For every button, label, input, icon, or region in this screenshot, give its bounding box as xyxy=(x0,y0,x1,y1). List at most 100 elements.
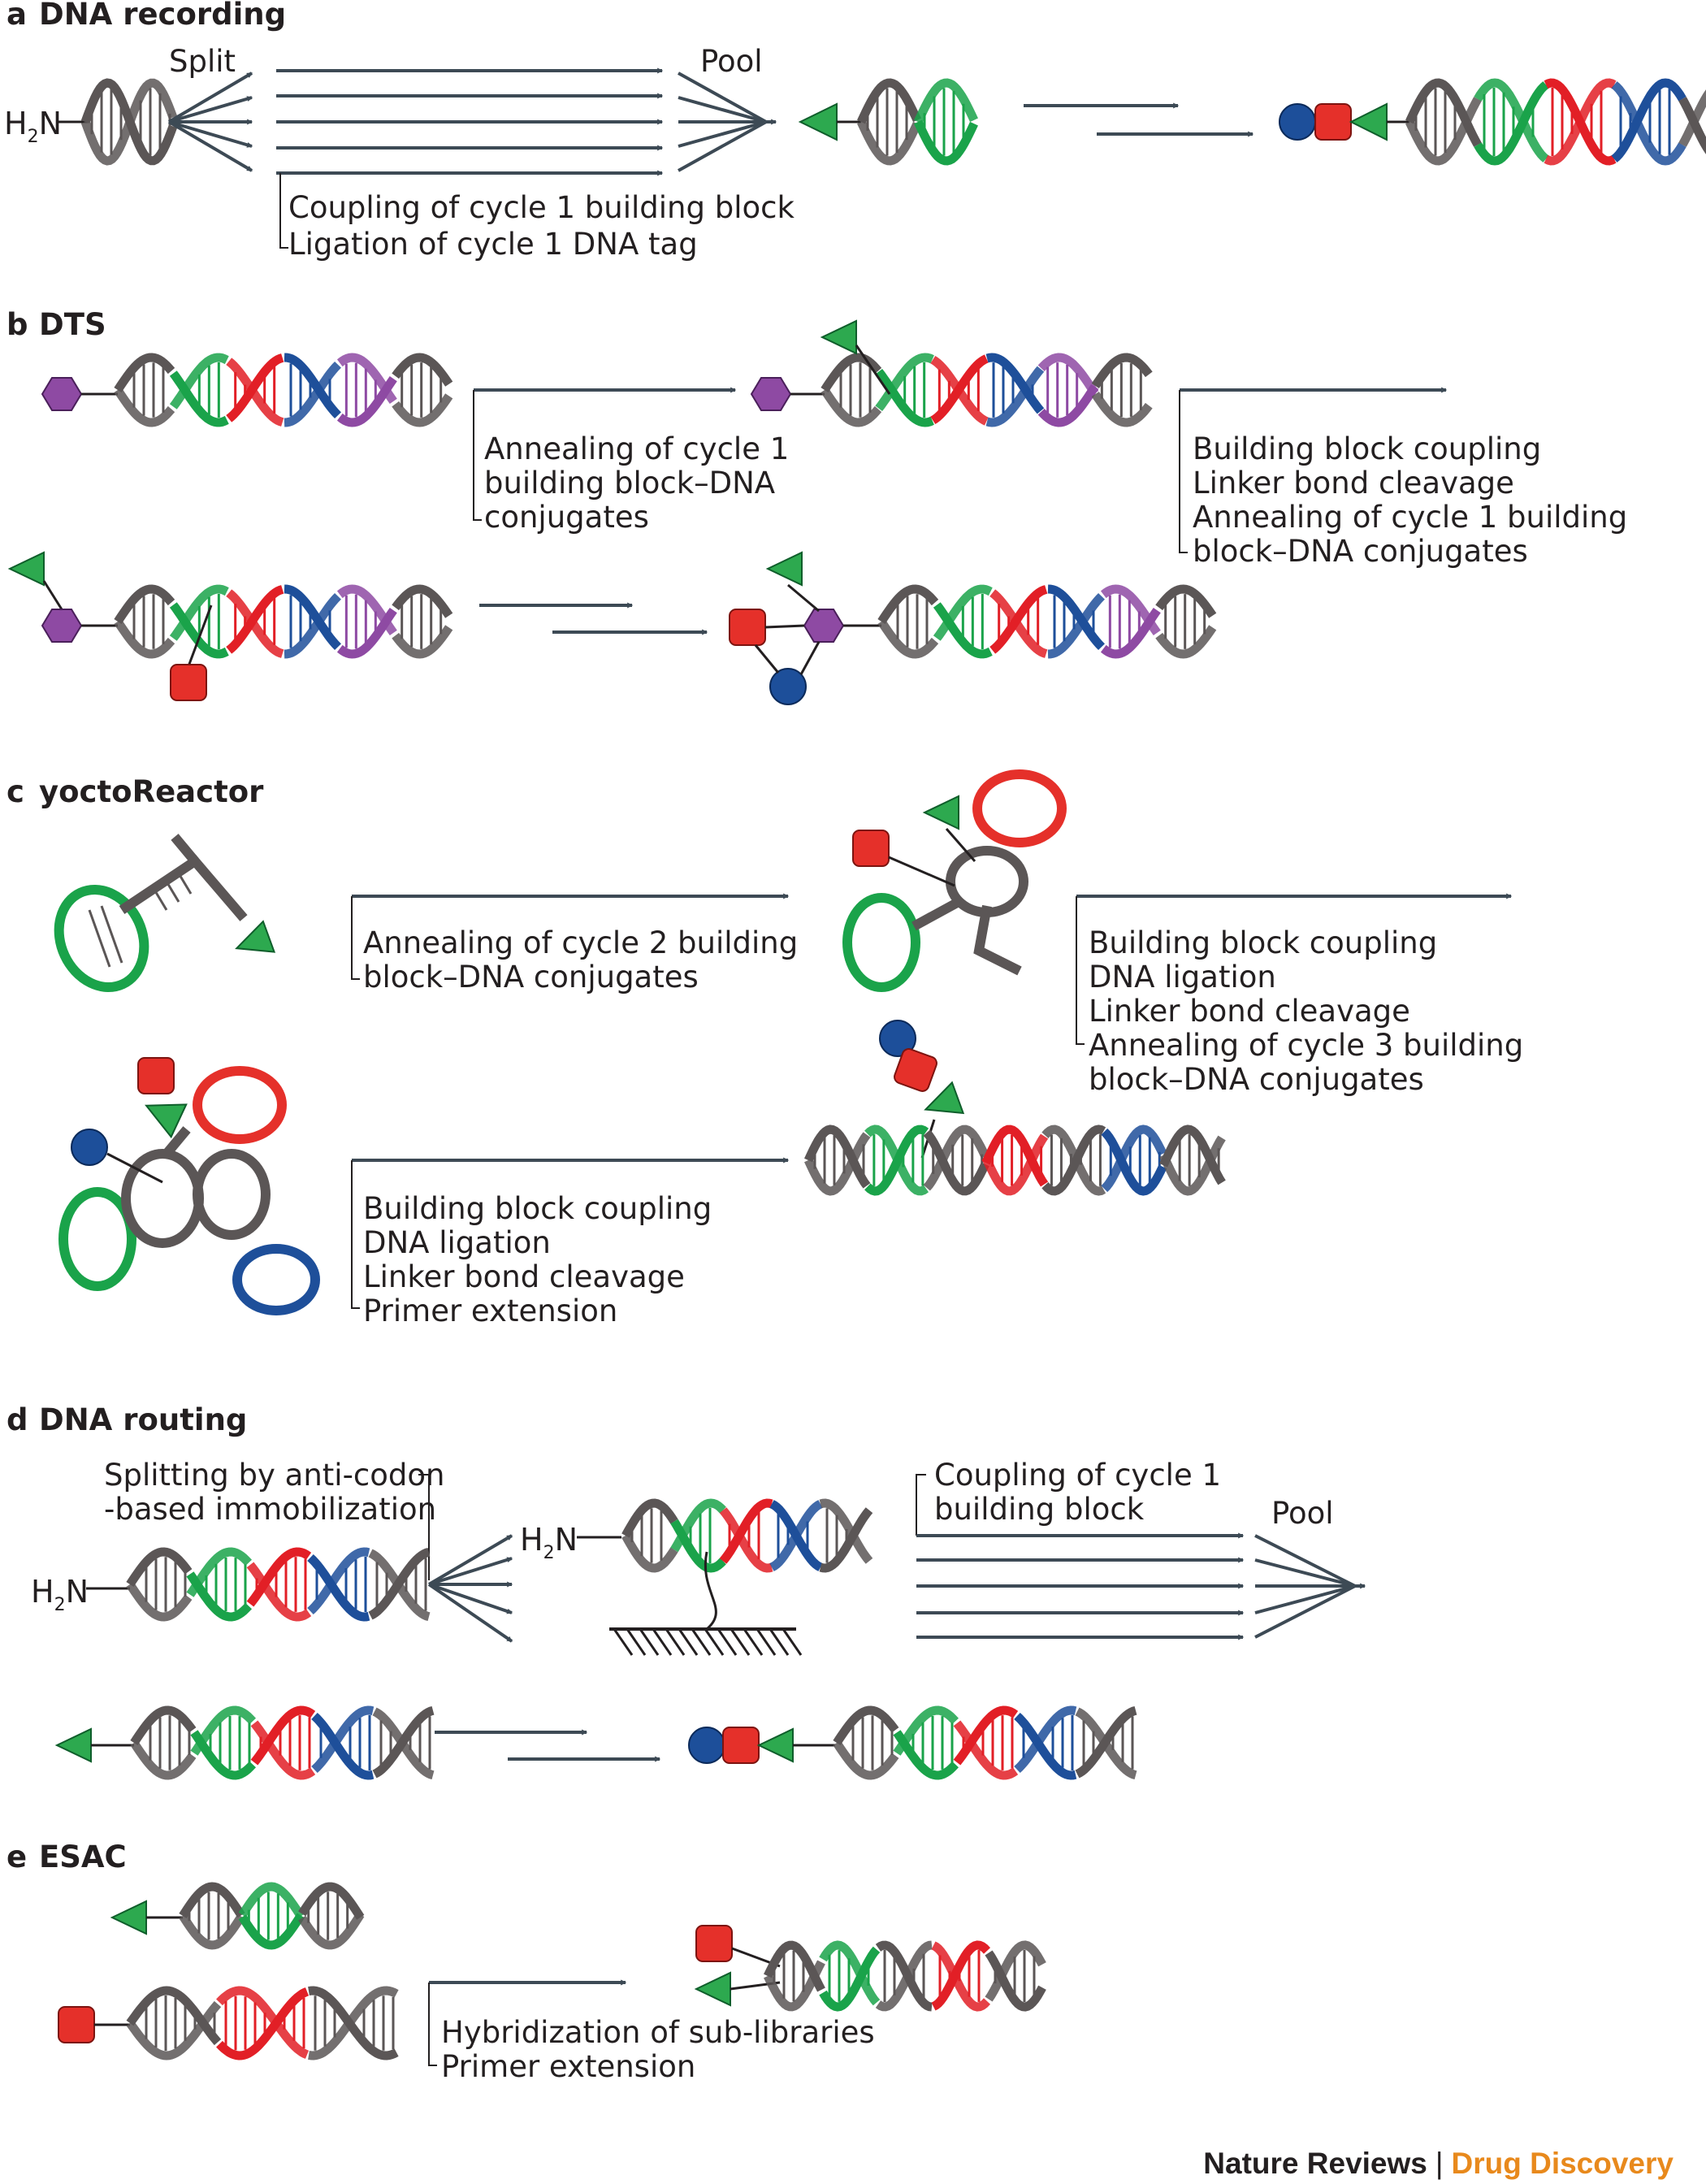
panel-b-red-square-product xyxy=(729,609,766,646)
panel-a-dna-cycle1 xyxy=(857,78,978,166)
panel-e-green-triangle-product xyxy=(694,1971,731,2007)
panel-b-step1-line2: building block–DNA xyxy=(484,466,775,500)
panel-b-letter: b xyxy=(6,307,28,342)
panel-a-step-2: Ligation of cycle 1 DNA tag xyxy=(288,227,698,262)
panel-a-title: DNA recording xyxy=(39,0,286,32)
panel-b-step2-line3: Annealing of cycle 1 building xyxy=(1193,500,1627,535)
panel-e-red-square-product xyxy=(695,1925,733,1962)
panel-c-letter: c xyxy=(6,774,24,809)
panel-c-title: yoctoReactor xyxy=(39,774,264,809)
panel-b-dna-template-3 xyxy=(114,584,453,659)
panel-b: b DTS Annealing of cycle 1 building bloc… xyxy=(6,307,1627,705)
panel-d-green-triangle-block xyxy=(54,1727,92,1763)
panel-b-purple-hexagon-2 xyxy=(750,377,792,411)
panel-a-step-1: Coupling of cycle 1 building block xyxy=(288,190,795,225)
panel-e-step-1: Hybridization of sub-libraries xyxy=(441,2015,875,2050)
panel-d-split-fan xyxy=(427,1534,513,1643)
panel-a-split-label: Split xyxy=(169,44,236,79)
panel-d-letter: d xyxy=(6,1402,28,1437)
panel-d-title: DNA routing xyxy=(39,1402,247,1437)
panel-c-step3-line2: DNA ligation xyxy=(363,1225,551,1260)
panel-b-red-square-annealed xyxy=(170,664,207,701)
panel-d-amine-1: H2N xyxy=(31,1574,89,1615)
panel-b-step1-line3: conjugates xyxy=(484,500,649,535)
panel-e-step-2: Primer extension xyxy=(441,2049,695,2084)
panel-b-green-triangle-annealed xyxy=(820,319,857,355)
panel-d-dna-cycle1 xyxy=(130,1705,435,1780)
panel-c-step1-line2: block–DNA conjugates xyxy=(363,960,699,994)
panel-d-dna-start xyxy=(126,1547,431,1622)
panel-d: d DNA routing Splitting by anti-codon -b… xyxy=(6,1402,1366,1780)
panel-d-dna-final xyxy=(833,1705,1137,1780)
panel-e-title: ESAC xyxy=(39,1840,127,1874)
journal-credit: Nature Reviews|Drug Discovery xyxy=(1203,2147,1674,2180)
panel-a-green-triangle-block xyxy=(798,102,838,141)
panel-b-purple-hexagon-3 xyxy=(41,609,83,643)
panel-b-step2-line1: Building block coupling xyxy=(1193,431,1541,466)
panel-e-red-square-block xyxy=(58,2006,95,2043)
panel-d-amine-2: H2N xyxy=(520,1522,578,1563)
panel-a-dna-start xyxy=(80,78,178,166)
panel-c-step3-line1: Building block coupling xyxy=(363,1191,712,1226)
panel-a-letter: a xyxy=(6,0,27,32)
panel-e-dna-paired xyxy=(764,1940,1046,2012)
panel-d-green-triangle-final xyxy=(756,1727,794,1763)
panel-b-step2-line2: Linker bond cleavage xyxy=(1193,466,1514,500)
panel-b-step1-line1: Annealing of cycle 1 xyxy=(484,431,789,466)
panel-c: c yoctoReactor Annealing of cycle 2 buil… xyxy=(6,769,1523,1328)
panel-c-step2-line2: DNA ligation xyxy=(1089,960,1276,994)
panel-c-blue-circle-product xyxy=(879,1020,916,1057)
panel-a-pool-label: Pool xyxy=(700,44,763,79)
panel-c-green-triangle-product xyxy=(924,1081,965,1115)
panel-a-amine: H2N xyxy=(4,106,62,147)
panel-b-step2-line4: block–DNA conjugates xyxy=(1193,534,1528,569)
panel-b-purple-hexagon xyxy=(41,377,83,411)
panel-c-bracket-1 xyxy=(351,896,360,980)
panel-a-parallel-arrows xyxy=(276,67,664,176)
panel-e: e ESAC Hybridization of sub-libraries Pr… xyxy=(6,1840,1046,2084)
panel-d-coupling-line2: building block xyxy=(934,1492,1145,1527)
panel-b-bracket-1 xyxy=(473,390,482,521)
panel-e-dna-sublibrary-2 xyxy=(126,1986,399,2060)
panel-d-anticodon-linker xyxy=(704,1551,717,1631)
panel-b-bracket-2 xyxy=(1179,390,1188,553)
panel-e-green-triangle-block xyxy=(110,1900,147,1935)
panel-a-red-square-block xyxy=(1314,103,1352,141)
panel-b-dna-template-2 xyxy=(821,353,1153,427)
panel-e-bracket xyxy=(428,1982,437,2066)
panel-a: a DNA recording H2N Split Pool Coupling … xyxy=(4,0,1706,262)
panel-d-solid-support xyxy=(609,1627,803,1656)
panel-a-dna-encoded xyxy=(1405,78,1706,166)
panel-b-purple-hexagon-product xyxy=(803,609,845,643)
panel-c-hairpin-start xyxy=(54,834,276,993)
panel-c-step2-line5: block–DNA conjugates xyxy=(1089,1062,1424,1097)
panel-c-step1-line1: Annealing of cycle 2 building xyxy=(363,925,798,960)
panel-a-bracket xyxy=(279,173,288,249)
panel-d-parallel-arrows xyxy=(916,1532,1245,1640)
panel-c-step3-line4: Primer extension xyxy=(363,1294,617,1328)
panel-a-pool-fan xyxy=(678,72,777,172)
panel-c-dna-encoded xyxy=(804,1124,1226,1196)
panel-d-dna-immobilized xyxy=(621,1498,873,1573)
panel-e-dna-sublibrary-1 xyxy=(179,1882,365,1950)
panel-b-blue-circle-product xyxy=(769,668,807,705)
panel-c-step2-line4: Annealing of cycle 3 building xyxy=(1089,1028,1523,1063)
panel-d-coupling-line1: Coupling of cycle 1 xyxy=(934,1458,1221,1493)
panel-d-split-line1: Splitting by anti-codon xyxy=(104,1458,444,1493)
panel-b-green-triangle-coupled xyxy=(7,551,45,587)
panel-d-pool-label: Pool xyxy=(1271,1496,1334,1531)
panel-c-step2-line3: Linker bond cleavage xyxy=(1089,994,1410,1029)
panel-c-bracket-2 xyxy=(1076,896,1085,1045)
panel-d-coupling-bracket xyxy=(916,1474,926,1536)
panel-c-step2-line1: Building block coupling xyxy=(1089,925,1437,960)
panel-b-dna-template-product xyxy=(877,584,1217,659)
panel-d-split-line2: -based immobilization xyxy=(104,1492,436,1527)
panel-c-three-way-junction-1 xyxy=(842,769,1067,992)
panel-d-pool-fan xyxy=(1254,1534,1366,1639)
panel-b-green-triangle-product xyxy=(765,551,803,587)
panel-b-dna-template-1 xyxy=(114,353,453,427)
panel-c-red-square-product xyxy=(894,1048,937,1092)
panel-d-blue-circle-final xyxy=(688,1727,725,1764)
panel-c-step3-line3: Linker bond cleavage xyxy=(363,1259,685,1294)
panel-d-split-bracket xyxy=(418,1474,430,1580)
